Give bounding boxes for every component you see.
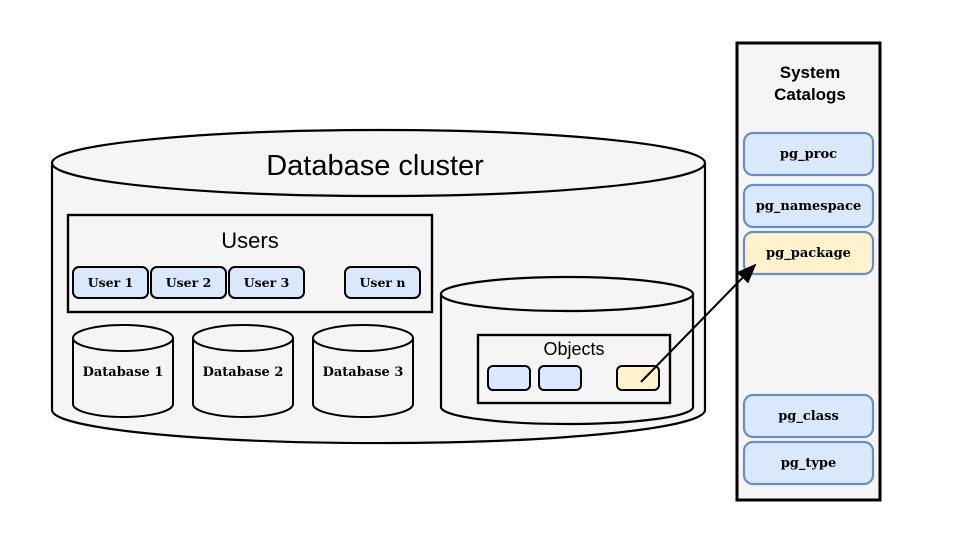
catalog-item-pg-package[interactable]: pg_package — [744, 232, 873, 274]
database-cylinder-1-label: Database 1 — [82, 364, 164, 380]
system-catalogs-title: System Catalogs — [745, 62, 875, 107]
objects-section-title: Objects — [543, 339, 605, 359]
page-title-database-cluster: Database cluster — [266, 150, 484, 182]
catalog-item-pg-namespace[interactable]: pg_namespace — [744, 185, 873, 227]
user-chip-2-label: User 2 — [165, 275, 212, 290]
catalog-item-pg-package-label: pg_package — [766, 245, 851, 261]
user-chip-n-label: User n — [359, 275, 406, 290]
objects-to-pg-package-arrow — [640, 263, 757, 383]
catalog-item-pg-proc-label: pg_proc — [779, 146, 838, 162]
objects-item-3-highlighted[interactable] — [617, 366, 659, 390]
user-chip-2[interactable]: User 2 — [151, 267, 226, 298]
database-cylinder-2[interactable]: Database 2 — [193, 360, 293, 384]
objects-item-1[interactable] — [488, 366, 530, 390]
catalog-item-pg-type[interactable]: pg_type — [744, 442, 873, 484]
database-cylinder-2-label: Database 2 — [202, 364, 284, 380]
catalog-item-pg-namespace-label: pg_namespace — [755, 198, 862, 214]
catalog-item-pg-class[interactable]: pg_class — [744, 395, 873, 437]
system-catalogs-title-line2: Catalogs — [774, 85, 846, 105]
database-cylinder-3-label: Database 3 — [322, 364, 404, 380]
catalog-item-pg-type-label: pg_type — [780, 455, 837, 471]
catalog-item-pg-proc[interactable]: pg_proc — [744, 133, 873, 175]
system-catalogs-title-line1: System — [779, 63, 841, 82]
user-chip-3[interactable]: User 3 — [229, 267, 304, 298]
user-chip-1[interactable]: User 1 — [73, 267, 148, 298]
user-chip-3-label: User 3 — [243, 275, 290, 290]
users-section-title: Users — [221, 228, 279, 253]
objects-item-2[interactable] — [539, 366, 581, 390]
database-cylinder-3[interactable]: Database 3 — [313, 360, 413, 384]
user-chip-1-label: User 1 — [87, 275, 134, 290]
user-chip-n[interactable]: User n — [345, 267, 420, 298]
database-cylinder-1[interactable]: Database 1 — [73, 360, 173, 384]
catalog-item-pg-class-label: pg_class — [778, 408, 839, 424]
